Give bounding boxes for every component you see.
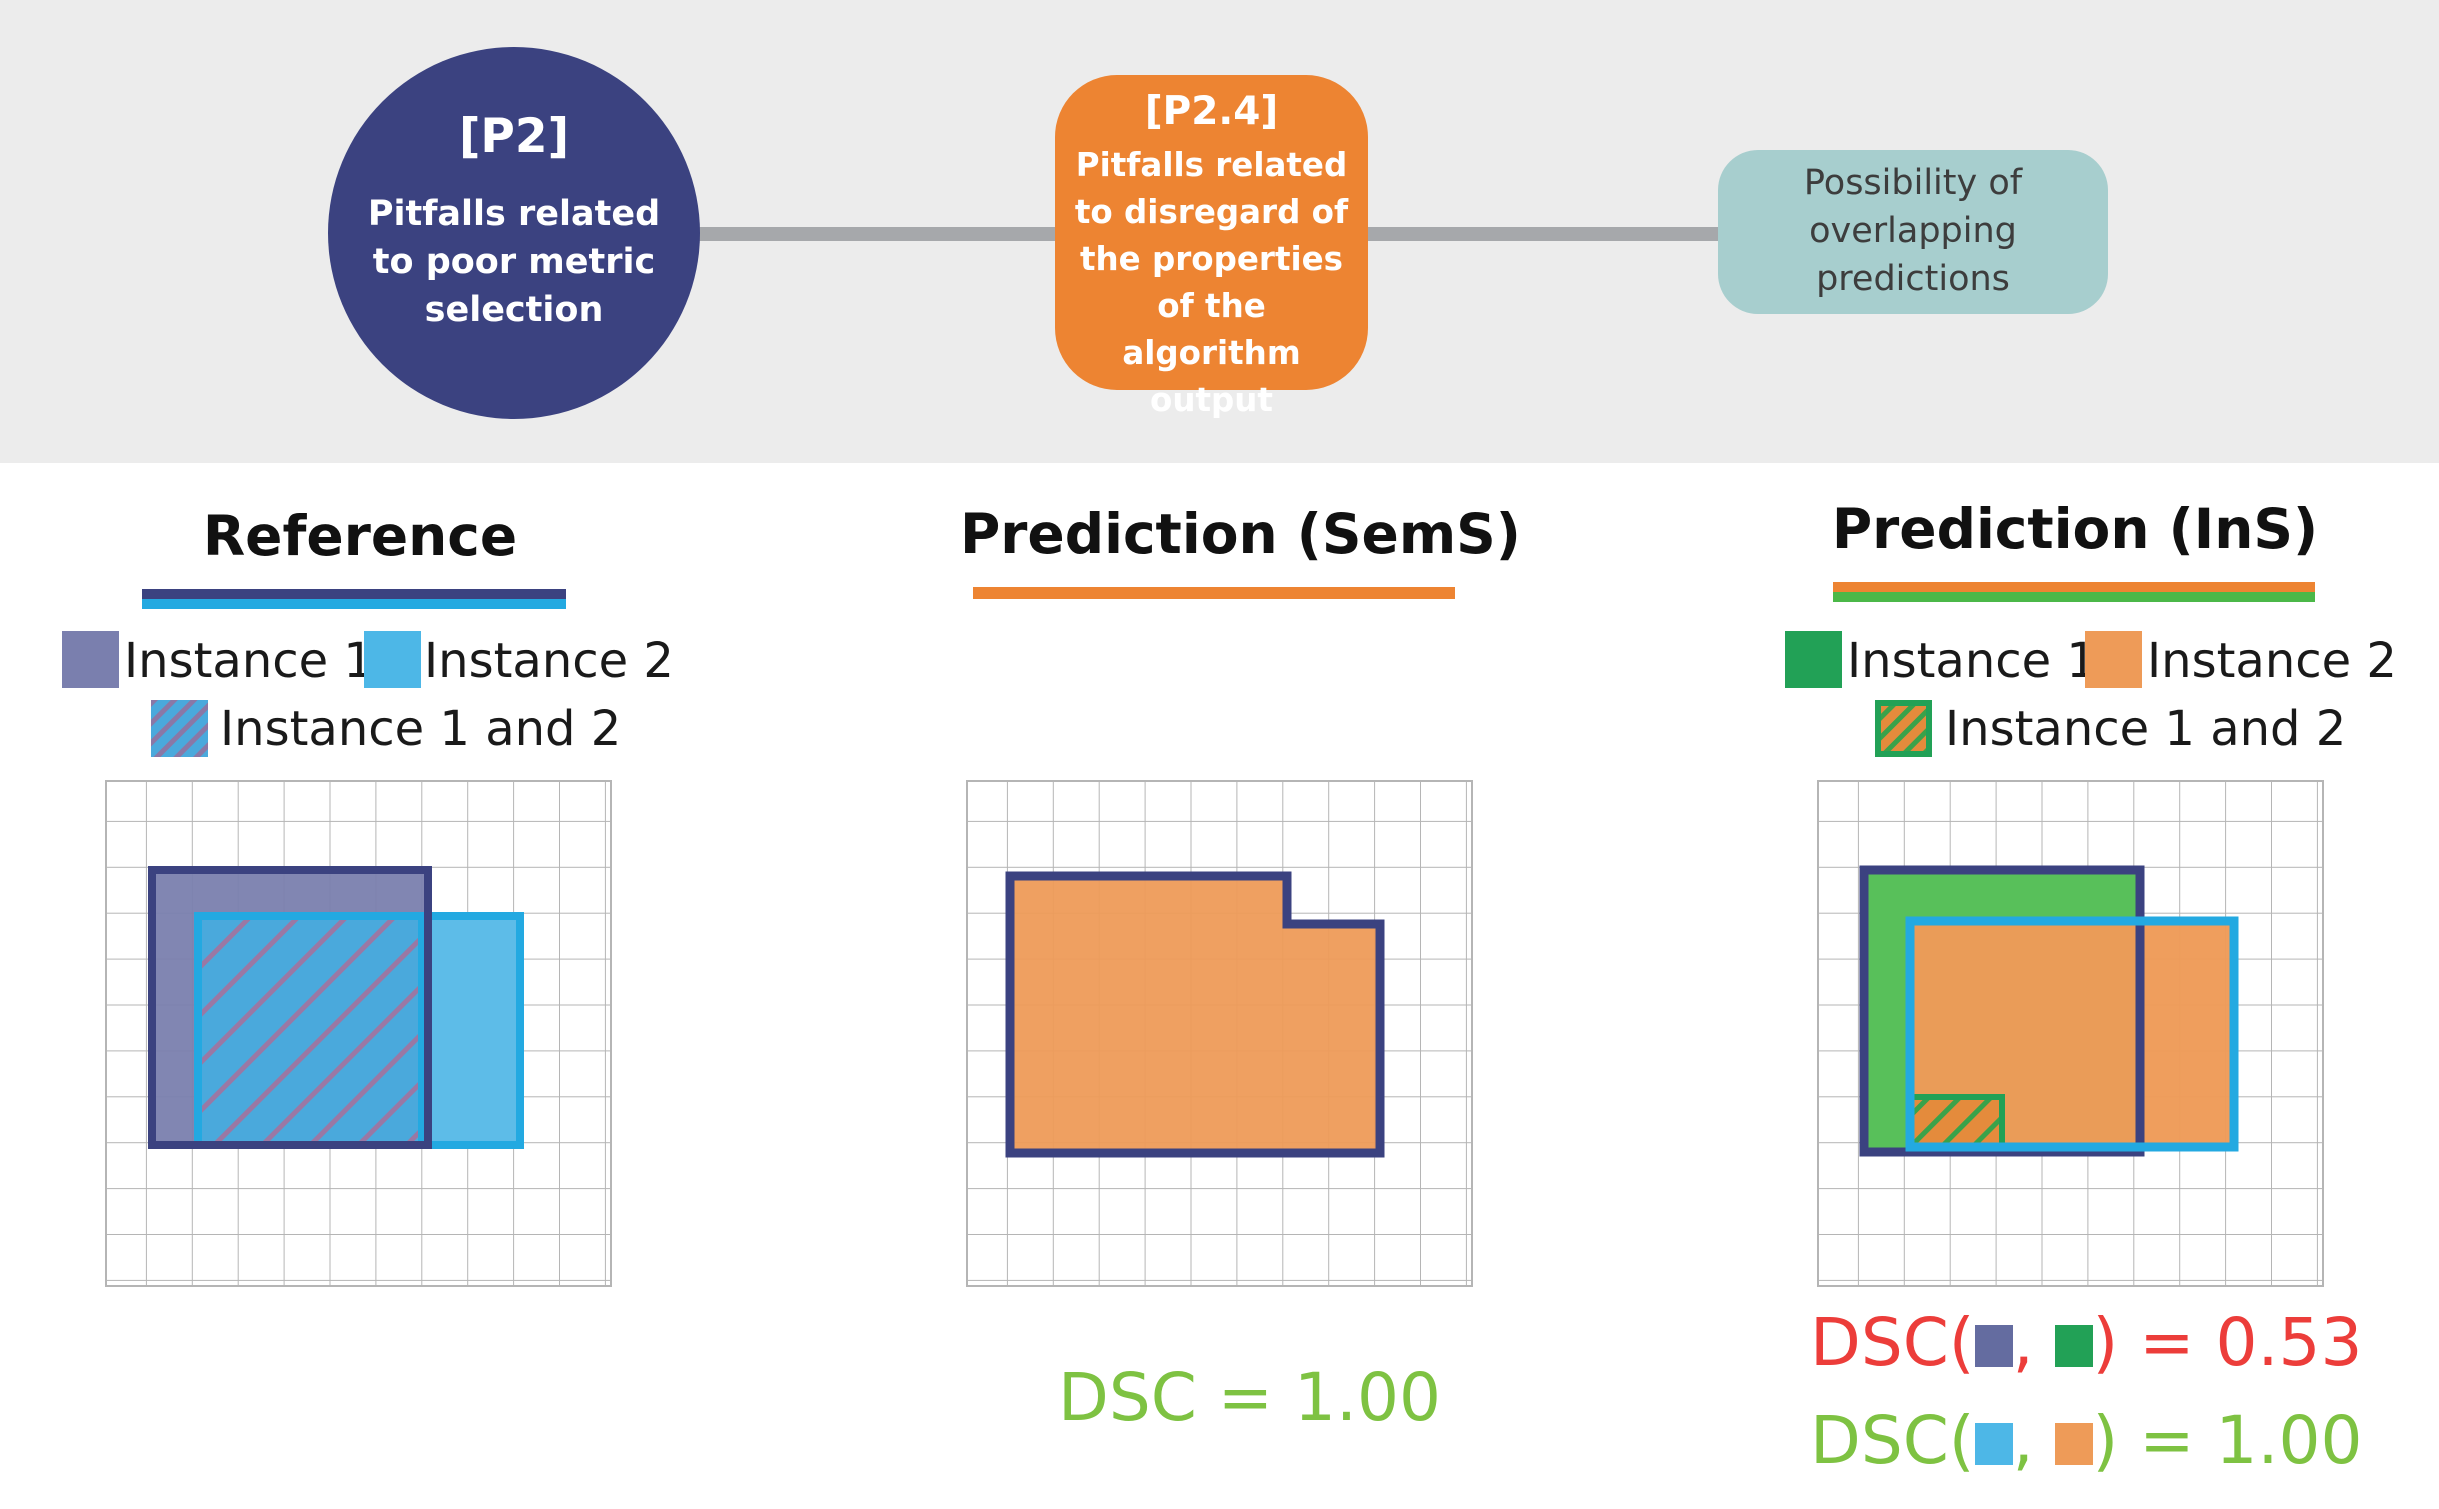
instance-title: Prediction (InS): [1831, 497, 2319, 561]
p2-code: [P2]: [458, 109, 570, 164]
connector-line-2: [1360, 227, 1730, 241]
ins-dsc-2: DSC(, ) = 1.00: [1810, 1403, 2363, 1479]
semantic-underline: [973, 587, 1455, 599]
ins-instance2-label: Instance 2: [2147, 633, 2397, 689]
ins-dsc-2-sep: ,: [2012, 1402, 2034, 1479]
overlap-description: Possibility of overlapping predictions: [1803, 163, 2023, 299]
instance-underline-green: [1833, 592, 2315, 602]
ins-instance1-swatch: [1785, 631, 1842, 688]
ins-instance1-label: Instance 1: [1847, 633, 2097, 689]
ins-overlap-hatch: [1907, 1094, 2005, 1150]
reference-title: Reference: [202, 504, 518, 568]
ref-overlap-hatch: [198, 916, 428, 1145]
p2-description: Pitfalls related to poor metric selectio…: [367, 194, 661, 330]
ins-dsc-1-prefix: DSC(: [1810, 1304, 1975, 1381]
instance-grid: [1817, 780, 2324, 1287]
ins-instance2-outline: [1905, 916, 2239, 1152]
overlap-node: Possibility of overlapping predictions: [1718, 150, 2108, 314]
reference-grid: [105, 780, 612, 1287]
ins-instance1-outline: [1859, 865, 2145, 1157]
ref-both-label: Instance 1 and 2: [220, 701, 622, 757]
ref-instance2-right: [428, 916, 520, 1145]
ref-instance2-swatch: [364, 631, 421, 688]
reference-underline-navy: [142, 589, 566, 599]
p2-4-node: [P2.4] Pitfalls related to disregard of …: [1055, 75, 1368, 419]
ins-both-swatch: [1875, 700, 1932, 757]
reference-underline-blue: [142, 599, 566, 609]
ins-both-label: Instance 1 and 2: [1945, 701, 2347, 757]
ins-dsc-1-sep: ,: [2012, 1304, 2034, 1381]
ref-instance1-swatch: [62, 631, 119, 688]
sems-dsc: DSC = 1.00: [1058, 1359, 1442, 1436]
pred-instance2-icon: [2054, 1423, 2093, 1465]
ref-instance1-label: Instance 1: [124, 633, 374, 689]
ins-dsc-1-suffix: ) = 0.53: [2092, 1304, 2363, 1381]
ref-instance1-icon: [1974, 1325, 2013, 1367]
p2-node: [P2] Pitfalls related to poor metric sel…: [328, 47, 700, 419]
semantic-grid: [966, 780, 1473, 1287]
ins-dsc-2-prefix: DSC(: [1810, 1402, 1975, 1479]
sems-prediction-shape: [1005, 871, 1385, 1158]
ref-instance1-outline: [148, 866, 432, 1149]
ref-instance2-icon: [1974, 1423, 2013, 1465]
ins-dsc-1: DSC(, ) = 0.53: [1810, 1305, 2363, 1381]
semantic-title: Prediction (SemS): [960, 502, 1521, 566]
ref-instance2-label: Instance 2: [424, 633, 674, 689]
ins-instance2-swatch: [2085, 631, 2142, 688]
instance-underline-orange: [1833, 582, 2315, 592]
ins-dsc-2-suffix: ) = 1.00: [2092, 1402, 2363, 1479]
p2-4-code: [P2.4]: [1144, 89, 1279, 134]
ref-both-swatch: [151, 700, 208, 757]
p2-4-description: Pitfalls related to disregard of the pro…: [1074, 146, 1349, 419]
pred-instance1-icon: [2054, 1325, 2093, 1367]
connector-line-1: [690, 227, 1070, 241]
